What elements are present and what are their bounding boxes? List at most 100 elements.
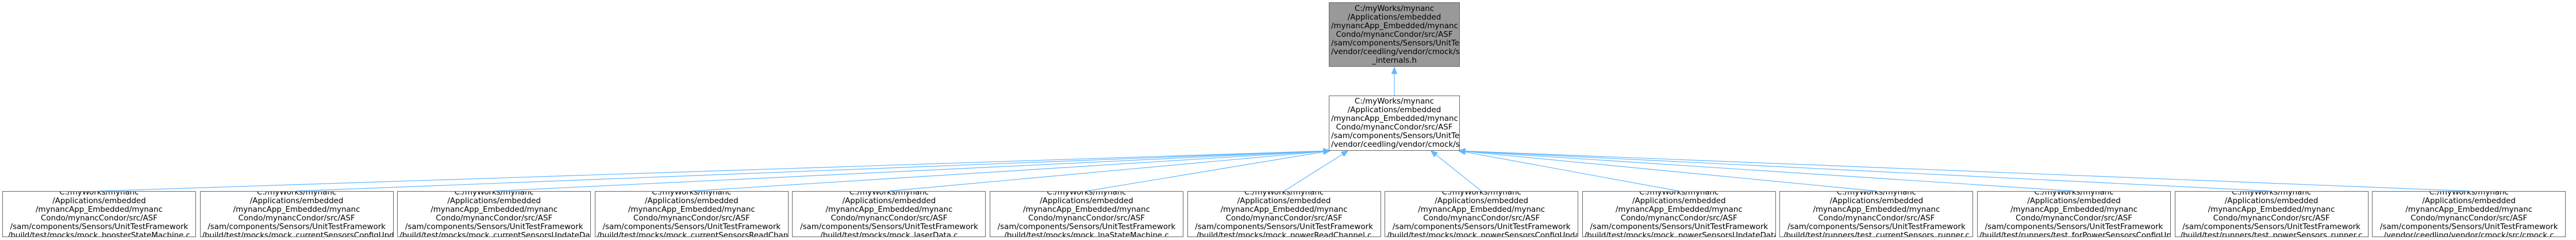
node-label-line: /build/test/runners/test_currentSensors_… <box>1783 231 1970 237</box>
node-label-line: /mynancApp_Embedded/mynanc <box>430 205 558 214</box>
node-label-line: /build/test/runners/test_forPowerSensors… <box>1979 231 2171 237</box>
leaf-file-node[interactable]: C:/myWorks/mynanc/Applications/embedded/… <box>2174 191 2369 237</box>
leaf-file-node[interactable]: C:/myWorks/mynanc/Applications/embedded/… <box>1977 191 2171 237</box>
node-label-line: /mynancApp_Embedded/mynanc <box>628 205 755 214</box>
node-label-line: Condo/mynancCondor/src/ASF <box>436 214 553 223</box>
node-label-line: /Applications/embedded <box>1347 13 1441 22</box>
node-label-line: /Applications/embedded <box>2224 197 2319 205</box>
leaf-file-node[interactable]: C:/myWorks/mynanc/Applications/embedded/… <box>1187 191 1381 237</box>
edge-leaf-to-cmock-h <box>1086 151 1325 192</box>
node-label-line: /Applications/embedded <box>2027 197 2121 205</box>
edge-leaf-to-cmock-h <box>297 150 1325 192</box>
node-label-line: /Applications/embedded <box>1237 197 1331 205</box>
node-label-line: Condo/mynancCondor/src/ASF <box>831 214 948 223</box>
node-label-line: Condo/mynancCondor/src/ASF <box>1028 214 1145 223</box>
node-label-line: /build/test/mocks/mock_powerSensorsConfi… <box>1387 231 1579 237</box>
edge-arrowhead <box>1430 150 1438 158</box>
node-label-line: C:/myWorks/mynanc <box>1047 191 1126 197</box>
leaf-file-node[interactable]: C:/myWorks/mynanc/Applications/embedded/… <box>1582 191 1776 237</box>
node-label-line: /build/test/runners/test_powerSensors_ru… <box>2180 231 2363 237</box>
node-label-line: C:/myWorks/mynanc <box>652 191 732 197</box>
node-label-line: /mynancApp_Embedded/mynanc <box>2208 205 2335 214</box>
node-label-line: Condo/mynancCondor/src/ASF <box>2213 214 2330 223</box>
node-label-line: Condo/mynancCondor/src/ASF <box>1336 123 1453 132</box>
node-label-line: /mynancApp_Embedded/mynanc <box>825 205 953 214</box>
edge-leaf-to-cmock-h <box>1464 150 2272 192</box>
node-label-line: /sam/components/Sensors/UnitTestFramewor… <box>1331 132 1460 140</box>
node-label-line: C:/myWorks/mynanc <box>849 191 929 197</box>
leaf-file-node[interactable]: C:/myWorks/mynanc/Applications/embedded/… <box>1779 191 1974 237</box>
node-label-line: /sam/components/Sensors/UnitTestFramewor… <box>602 223 781 231</box>
edge-arrowhead <box>1391 66 1398 74</box>
node-label-line: C:/myWorks/mynanc <box>1354 4 1435 13</box>
node-label-line: C:/myWorks/mynanc <box>1441 191 1521 197</box>
leaf-file-node[interactable]: C:/myWorks/mynanc/Applications/embedded/… <box>2372 191 2566 237</box>
node-label-line: /sam/components/Sensors/UnitTestFramewor… <box>207 223 386 231</box>
node-label-line: C:/myWorks/mynanc <box>2429 191 2509 197</box>
edge-leaf-to-cmock-h <box>1464 150 2469 192</box>
node-label-line: /sam/components/Sensors/UnitTestFramewor… <box>1195 223 1373 231</box>
node-label-line: /Applications/embedded <box>1632 197 1726 205</box>
node-label-line: /sam/components/Sensors/UnitTestFramewor… <box>1392 223 1571 231</box>
node-label-line: Condo/mynancCondor/src/ASF <box>633 214 750 223</box>
root-file-node[interactable]: C:/myWorks/mynanc/Applications/embedded/… <box>1329 2 1460 67</box>
node-label-line: /mynancApp_Embedded/mynanc <box>1023 205 1150 214</box>
node-label-line: /sam/components/Sensors/UnitTestFramewor… <box>800 223 978 231</box>
node-label-line: /mynancApp_Embedded/mynanc <box>1615 205 1743 214</box>
node-label-line: /build/test/mocks/mock_boosterStateMachi… <box>7 231 191 237</box>
node-label-line: C:/myWorks/mynanc <box>1244 191 1324 197</box>
node-label-line: Condo/mynancCondor/src/ASF <box>1818 214 1935 223</box>
node-label-line: Condo/mynancCondor/src/ASF <box>238 214 355 223</box>
node-label-line: Condo/mynancCondor/src/ASF <box>1225 214 1343 223</box>
node-label-line: /build/test/mocks/mock_powerReadChannel.… <box>1196 231 1372 237</box>
node-label-line: /sam/components/Sensors/UnitTestFramewor… <box>2182 223 2360 231</box>
node-label-line: /Applications/embedded <box>52 197 146 205</box>
node-label-line: C:/myWorks/mynanc <box>256 191 337 197</box>
leaf-file-node[interactable]: C:/myWorks/mynanc/Applications/embedded/… <box>1385 191 1579 237</box>
node-label-line: Condo/mynancCondor/src/ASF <box>1423 214 1540 223</box>
edge-arrowhead <box>1322 148 1331 155</box>
node-label-line: /build/test/mocks/mock_currentSensorsCon… <box>202 231 394 237</box>
node-label-line: /sam/components/Sensors/UnitTestFramewor… <box>10 223 189 231</box>
node-label-line: /sam/components/Sensors/UnitTestFramewor… <box>1787 223 1966 231</box>
node-label-line: C:/myWorks/mynanc <box>2231 191 2312 197</box>
node-label-line: /build/test/mocks/mock_powerSensorsUpdat… <box>1584 231 1775 237</box>
node-label-line: /mynancApp_Embedded/mynanc <box>2405 205 2533 214</box>
node-label-line: /vendor/ceedling/vendor/cmock/src/cmock.… <box>1331 140 1460 149</box>
edge-leaf-to-cmock-h <box>1464 151 1877 192</box>
leaf-file-node[interactable]: C:/myWorks/mynanc/Applications/embedded/… <box>792 191 986 237</box>
node-label-line: /mynancApp_Embedded/mynanc <box>2010 205 2137 214</box>
node-label-line: /sam/components/Sensors/UnitTestFramewor… <box>1590 223 1768 231</box>
node-label-line: /sam/components/Sensors/UnitTestFramewor… <box>2379 223 2558 231</box>
node-label-line: /build/test/mocks/mock_lnaStateMachine.c <box>1004 231 1169 237</box>
leaf-file-node[interactable]: C:/myWorks/mynanc/Applications/embedded/… <box>2 191 196 237</box>
node-label-line: /mynancApp_Embedded/mynanc <box>233 205 360 214</box>
node-label-line: /mynancApp_Embedded/mynanc <box>36 205 163 214</box>
node-label-line: C:/myWorks/mynanc <box>454 191 534 197</box>
node-label-line: /sam/components/Sensors/UnitTestFramewor… <box>997 223 1176 231</box>
cmock-header-node[interactable]: C:/myWorks/mynanc/Applications/embedded/… <box>1329 96 1460 151</box>
node-label-line: /Applications/embedded <box>447 197 541 205</box>
edge-leaf-to-cmock-h <box>1464 151 1679 192</box>
node-label-line: /build/test/mocks/mock_currentSensorsUpd… <box>399 231 591 237</box>
leaf-file-node[interactable]: C:/myWorks/mynanc/Applications/embedded/… <box>397 191 591 237</box>
node-label-line: C:/myWorks/mynanc <box>59 191 139 197</box>
node-label-line: /mynancApp_Embedded/mynanc <box>1220 205 1348 214</box>
edge-leaf-to-cmock-h <box>1435 154 1482 192</box>
node-label-line: /mynancApp_Embedded/mynanc <box>1331 21 1458 31</box>
node-label-line: /sam/components/Sensors/UnitTestFramewor… <box>1331 39 1460 48</box>
node-label-line: /Applications/embedded <box>1829 197 1924 205</box>
node-label-line: /Applications/embedded <box>249 197 344 205</box>
leaf-file-node[interactable]: C:/myWorks/mynanc/Applications/embedded/… <box>594 191 789 237</box>
node-label-line: /sam/components/Sensors/UnitTestFramewor… <box>405 223 583 231</box>
node-label-line: C:/myWorks/mynanc <box>1639 191 1719 197</box>
node-label-line: /Applications/embedded <box>645 197 739 205</box>
node-label-line: /Applications/embedded <box>842 197 936 205</box>
leaf-file-node[interactable]: C:/myWorks/mynanc/Applications/embedded/… <box>990 191 1183 237</box>
leaf-file-node[interactable]: C:/myWorks/mynanc/Applications/embedded/… <box>199 191 394 237</box>
node-label-line: /vendor/ceedling/vendor/cmock/src/cmock.… <box>2383 231 2554 237</box>
edge-leaf-to-cmock-h <box>1464 151 2074 192</box>
node-label-line: Condo/mynancCondor/src/ASF <box>2016 214 2132 223</box>
edge-leaf-to-cmock-h <box>99 150 1325 192</box>
node-label-line: /Applications/embedded <box>2422 197 2516 205</box>
